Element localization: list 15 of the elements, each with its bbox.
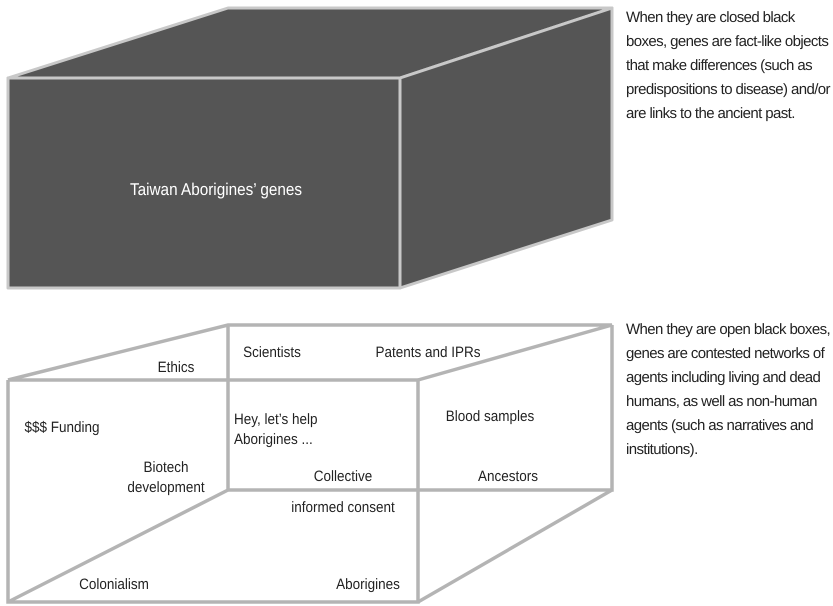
box-label: Ancestors [478,467,538,487]
box-label: Biotech development [126,458,206,498]
description-paragraph: When they are open black boxes, genes are contested networks of agents including living and dead humans, as well as non-human agents (such as narratives and institutions). [626,320,831,460]
box-label: Ethics [158,358,194,378]
box-label: Blood samples [446,407,534,427]
box-label: Patents and IPRs [375,343,481,363]
description-paragraph: When they are closed black boxes, genes are fact-like objects that make differences (such as predispositions to disease) and/or are links to the ancient past. [626,8,831,124]
box-label: informed consent [291,498,395,518]
box-label: Scientists [243,343,301,363]
box-label: Taiwan Aborigines’ genes [130,180,302,200]
box-label: $$$ Funding [24,418,100,438]
box-label: Hey, let’s help Aborigines ... [234,410,319,450]
box-label: Aborigines [336,575,400,595]
box-label: Colonialism [79,575,149,595]
box-label: Collective [314,467,372,487]
